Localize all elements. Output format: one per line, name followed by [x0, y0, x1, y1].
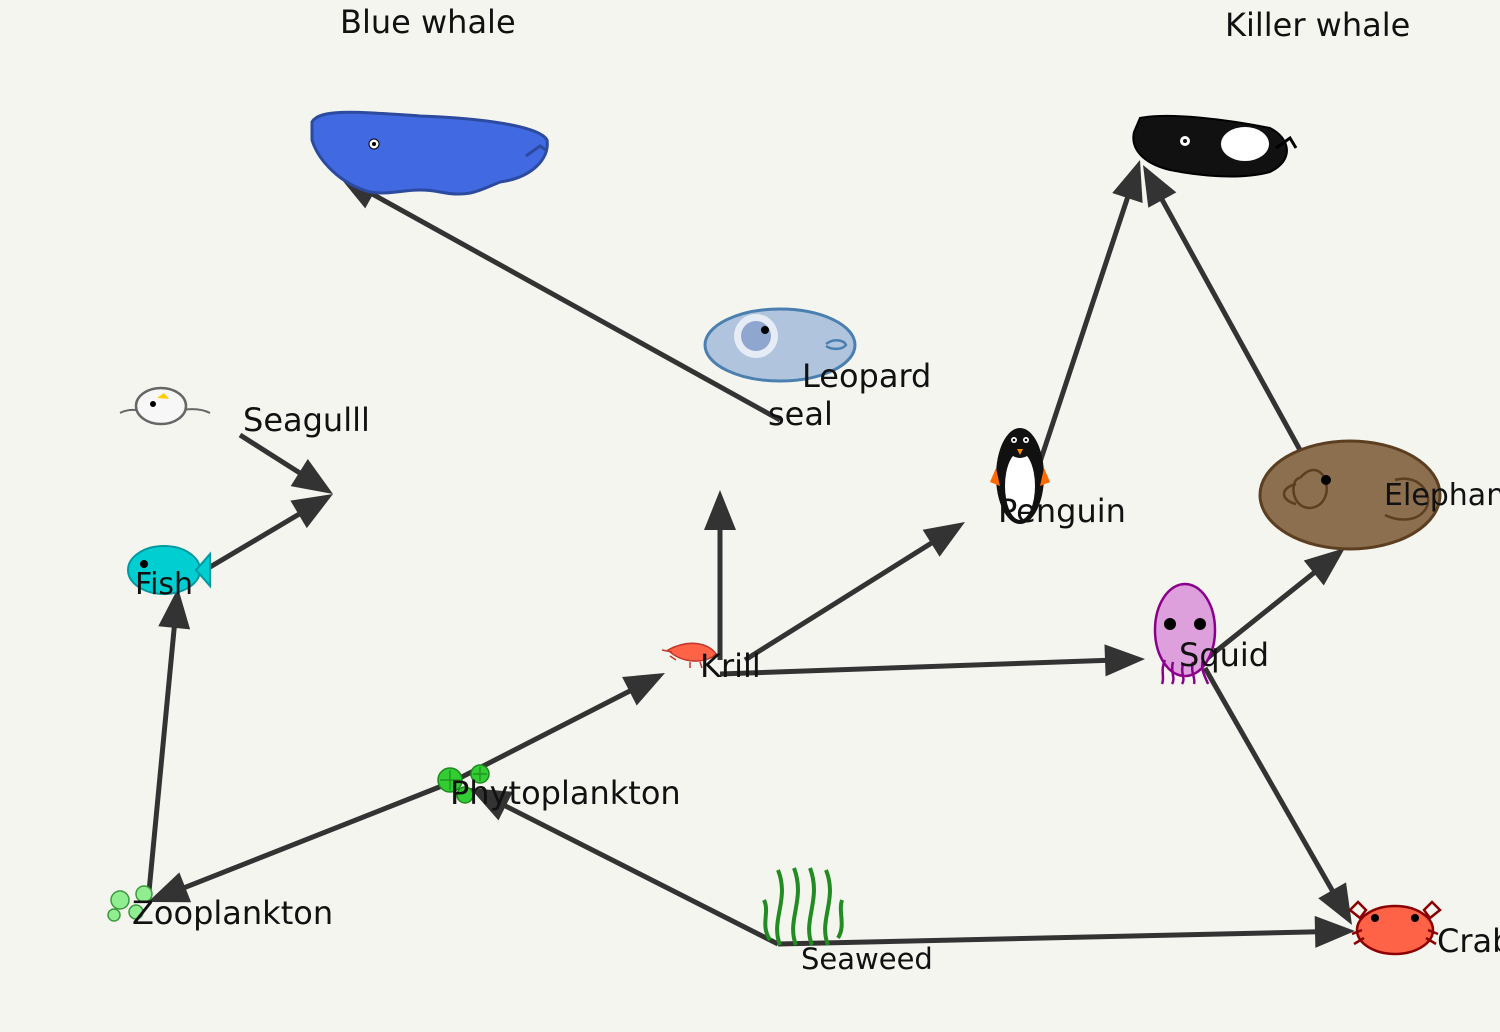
edge-arrowhead	[158, 588, 191, 630]
seagull-label: Seagulll	[243, 401, 370, 439]
phytoplankton-icon	[437, 764, 490, 804]
edge-arrowhead	[1104, 644, 1145, 677]
edge-zooplankton-to-fish	[145, 588, 191, 903]
edge-arrowhead	[290, 494, 333, 529]
edge-arrowhead	[704, 490, 736, 530]
crab-label: Crab	[1437, 922, 1500, 960]
elephant-seal-icon	[1258, 439, 1442, 551]
edge-line	[1158, 195, 1303, 452]
fish-label: Fish	[135, 567, 193, 602]
edge-arrowhead	[922, 522, 965, 557]
edge-squid-to-elephant_seal	[1203, 548, 1345, 662]
krill-label: Krill	[700, 647, 761, 685]
edge-seaweed-to-crab	[777, 915, 1355, 948]
edge-line	[1037, 193, 1132, 463]
elephant-seal-label: Elephan	[1384, 478, 1500, 513]
edge-line	[719, 657, 1110, 677]
edge-arrowhead	[1143, 165, 1177, 208]
edge-line	[1203, 568, 1319, 662]
penguin-icon	[990, 428, 1050, 524]
edge-line	[777, 929, 1320, 947]
seaweed-icon	[762, 867, 844, 946]
edge-arrowhead	[290, 459, 333, 494]
edge-seagull-to-seagull	[238, 432, 333, 494]
edge-line	[368, 190, 782, 423]
blue-whale-label: Blue whale	[340, 3, 516, 41]
killer-whale-icon	[1132, 114, 1298, 178]
edge-krill-to-penguin	[743, 522, 965, 663]
squid-label: Squid	[1179, 636, 1269, 674]
edge-seaweed-to-phytoplankton	[470, 788, 780, 947]
leopard-seal-label-line2: seal	[768, 395, 833, 433]
phytoplankton-label: Phytoplankton	[450, 774, 681, 812]
edge-elephant_seal-to-killer_whale	[1143, 165, 1303, 452]
squid-icon	[1153, 582, 1217, 685]
seaweed-label: Seaweed	[801, 942, 933, 976]
edge-line	[1202, 666, 1337, 895]
zooplankton-icon	[107, 885, 153, 922]
edge-krill-to-leopard_seal	[704, 490, 736, 660]
blue-whale-icon	[310, 110, 549, 196]
edge-krill-to-squid	[719, 644, 1145, 677]
edge-line	[203, 510, 304, 573]
edge-line	[743, 539, 936, 663]
edge-leopard_seal-to-blue_whale	[338, 175, 782, 423]
edge-arrowhead	[622, 673, 665, 706]
seagull-icon	[119, 386, 211, 426]
edge-arrowhead	[470, 788, 513, 821]
krill-icon	[661, 642, 717, 669]
penguin-label: Penguin	[998, 492, 1126, 530]
edge-line	[500, 802, 780, 947]
edge-line	[238, 432, 304, 477]
killer-whale-label: Killer whale	[1225, 6, 1410, 44]
leopard-seal-label-line1: Leopard	[802, 357, 931, 395]
edge-line	[180, 779, 453, 892]
fish-icon	[127, 545, 211, 595]
edge-arrowhead	[1314, 915, 1355, 948]
edge-fish-to-seagull	[203, 494, 333, 573]
edge-arrowhead	[1303, 548, 1345, 586]
edge-arrowhead	[148, 872, 192, 903]
crab-icon	[1348, 900, 1442, 956]
edge-line	[145, 623, 178, 903]
edge-squid-to-crab	[1202, 666, 1352, 925]
edge-arrowhead	[1318, 882, 1352, 925]
leopard-seal-icon	[703, 307, 857, 383]
edge-penguin-to-killer_whale	[1037, 160, 1143, 463]
edges-group	[145, 160, 1355, 948]
zooplankton-label: Zooplankton	[132, 894, 333, 932]
edge-phytoplankton-to-zooplankton	[148, 779, 453, 903]
edge-arrowhead	[1112, 160, 1143, 204]
